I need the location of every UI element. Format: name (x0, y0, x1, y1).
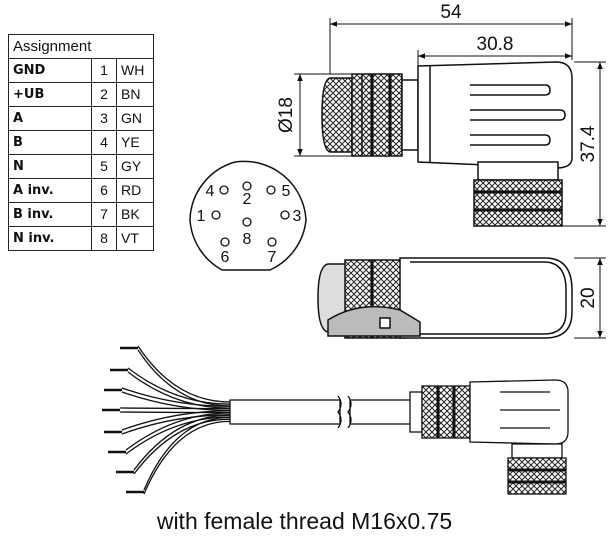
pin-label: 5 (282, 183, 291, 200)
cable-wire (119, 407, 231, 410)
cable-wire (125, 412, 231, 451)
signal-cell: +UB (8, 82, 92, 107)
signal-cell: A inv. (8, 178, 92, 203)
cable-wire (121, 387, 231, 408)
pin-contact (267, 237, 277, 247)
pin-label: 4 (206, 183, 215, 200)
cable-wire (121, 410, 231, 431)
top-view (321, 61, 573, 227)
cable-wire (127, 367, 231, 405)
pin-label: 1 (197, 208, 206, 225)
pin-label: 3 (293, 208, 302, 225)
signal-cell: GND (8, 58, 92, 83)
pin-contact (242, 217, 252, 227)
pin-label: 8 (243, 231, 252, 248)
cable-wire (133, 418, 231, 475)
wire-color-cell: GY (116, 154, 154, 179)
dim-height: 37.4 (578, 125, 599, 162)
pin-contact (266, 185, 276, 195)
table-header: Assignment (8, 34, 154, 59)
dim-housing-length: 30.8 (477, 34, 514, 55)
cable-wire (119, 411, 231, 414)
pin-label: 6 (221, 249, 230, 266)
cable-wire (127, 371, 231, 409)
cable-wire (121, 391, 231, 412)
cable-wire (143, 420, 231, 495)
pin-cell: 5 (91, 154, 117, 179)
dimension-lines (294, 18, 606, 339)
cable-wire (125, 416, 231, 455)
pin-contact (220, 237, 230, 247)
side-view (317, 257, 573, 339)
pin-label: 2 (243, 191, 252, 208)
pin-contact (219, 185, 229, 195)
pin-cell: 8 (91, 226, 117, 251)
pin-label: 7 (268, 249, 277, 266)
pin-contact (211, 210, 221, 220)
cable-wire (143, 416, 231, 491)
dim-width: 20 (578, 287, 599, 308)
cable-wire (137, 345, 231, 403)
caption: with female thread M16x0.75 (156, 508, 453, 534)
pin-face-diagram: 1 2 3 4 5 6 78 (189, 160, 307, 271)
cable-wire (133, 414, 231, 471)
table-header-row: Assignment (8, 34, 154, 59)
signal-cell: N (8, 154, 92, 179)
wire-color-cell: RD (116, 178, 154, 203)
wire-color-cell: VT (116, 226, 154, 251)
dim-overall-length: 54 (440, 2, 462, 23)
pin-contact (280, 210, 290, 220)
cable-assembly (102, 345, 569, 495)
wire-color-cell: BN (116, 82, 154, 107)
pin-contact (242, 181, 252, 191)
cable-wire (137, 349, 231, 407)
dim-diameter: Ø18 (276, 97, 297, 133)
cable-wire (121, 414, 231, 435)
